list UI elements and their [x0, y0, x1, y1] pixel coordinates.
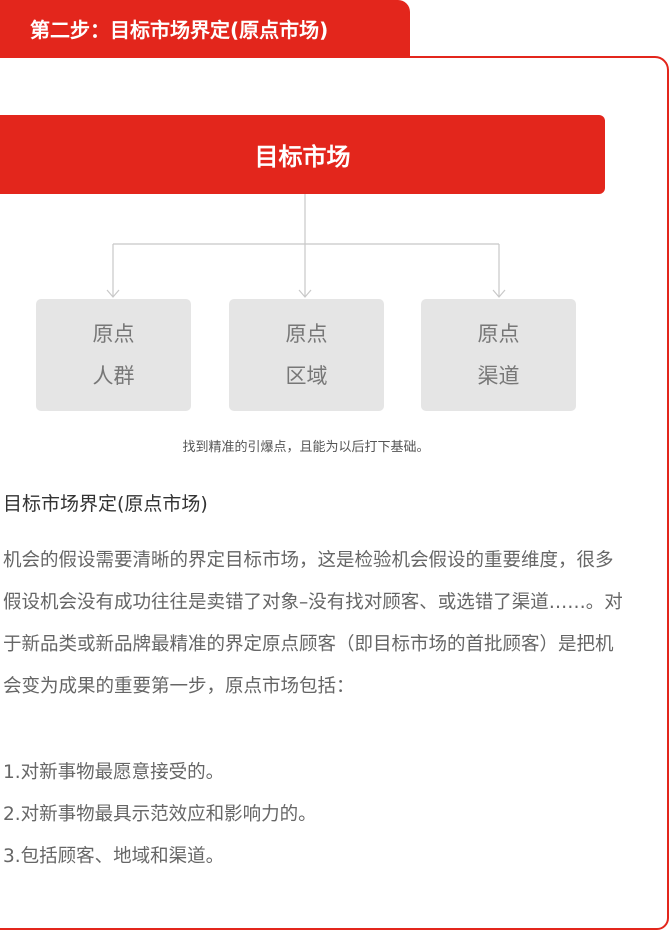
diagram-caption: 找到精准的引爆点，且能为以后打下基础。 — [182, 440, 430, 455]
diagram-node-channel: 原点 渠道 — [421, 299, 576, 411]
step-title: 第二步：目标市场界定(原点市场) — [30, 17, 329, 42]
diagram-node-region: 原点 区域 — [229, 299, 384, 411]
node-label-line1: 原点 — [92, 322, 135, 346]
arrowhead-right — [492, 289, 506, 298]
diagram-node-people: 原点 人群 — [36, 299, 191, 411]
section-body: 机会的假设需要清晰的界定目标市场，这是检验机会假设的重要维度，很多假设机会没有成… — [3, 540, 628, 708]
node-label-line2: 渠道 — [477, 364, 520, 388]
section-paragraph: 机会的假设需要清晰的界定目标市场，这是检验机会假设的重要维度，很多假设机会没有成… — [3, 550, 623, 697]
section-title: 目标市场界定(原点市场) — [3, 493, 208, 515]
arrowhead-middle — [298, 289, 312, 298]
content-frame — [0, 56, 669, 930]
list-item: 2.对新事物最具示范效应和影响力的。 — [3, 804, 317, 825]
step-title-tab: 第二步：目标市场界定(原点市场) — [0, 0, 410, 56]
criteria-list: 1.对新事物最愿意接受的。 2.对新事物最具示范效应和影响力的。 3.包括顾客、… — [3, 752, 317, 878]
list-item: 1.对新事物最愿意接受的。 — [3, 762, 225, 783]
arrowhead-left — [106, 289, 120, 298]
root-label: 目标市场 — [254, 143, 351, 171]
node-label-line2: 区域 — [285, 364, 328, 388]
list-item: 3.包括顾客、地域和渠道。 — [3, 846, 225, 867]
diagram-root-node: 目标市场 — [0, 115, 605, 194]
node-label-line1: 原点 — [477, 322, 520, 346]
node-label-line2: 人群 — [92, 364, 135, 388]
node-label-line1: 原点 — [285, 322, 328, 346]
